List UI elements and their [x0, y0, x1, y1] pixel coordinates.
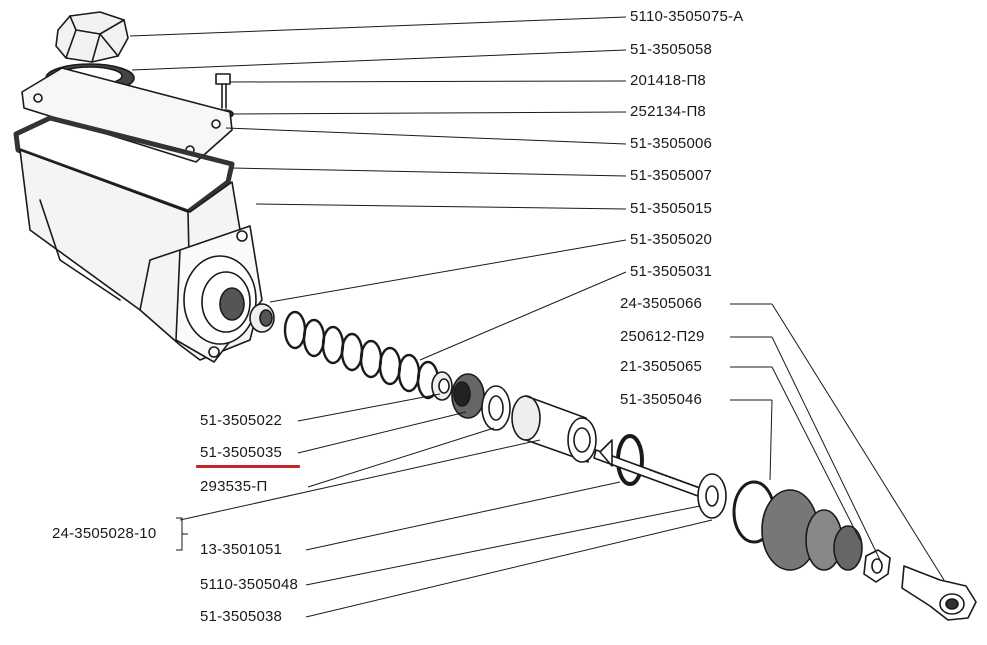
leader-lines [129, 16, 945, 618]
piston-washer [481, 385, 511, 431]
clevis-fork [901, 565, 977, 621]
valve-spring-cage [249, 303, 275, 333]
part-label-left: 293535-П [200, 478, 268, 495]
part-label-mid: 21-3505065 [620, 358, 703, 375]
rubber-boot [761, 489, 863, 571]
reservoir-cap [55, 11, 129, 63]
cylinder-body [19, 149, 263, 363]
part-label-right: 252134-П8 [630, 103, 706, 120]
part-label-right: 51-3505015 [630, 200, 713, 217]
part-label-right: 51-3505006 [630, 135, 713, 152]
part-label-right: 51-3505058 [630, 41, 713, 58]
part-label-mid: 24-3505066 [620, 295, 703, 312]
boot-washer [697, 473, 776, 544]
part-label-right: 51-3505007 [630, 167, 713, 184]
part-label-right: 51-3505031 [630, 263, 713, 280]
part-label-left: 13-3501051 [200, 541, 283, 558]
push-rod [593, 439, 701, 497]
highlight-underline [196, 465, 300, 468]
part-label-left: 51-3505022 [200, 412, 283, 429]
part-label-left: 51-3505038 [200, 608, 283, 625]
part-label-right: 51-3505020 [630, 231, 713, 248]
part-label-mid: 250612-П29 [620, 328, 705, 345]
return-spring [283, 310, 440, 400]
primary-cup [451, 373, 485, 419]
part-label-left: 5110-3505048 [200, 576, 299, 593]
part-label-left: 24-3505028-10 [52, 525, 157, 542]
piston [511, 395, 597, 463]
part-label-right: 5110-3505075-A [630, 8, 744, 25]
gasket [13, 115, 235, 215]
part-label-highlighted: 51-3505035 [200, 444, 283, 461]
spring-seat [431, 371, 453, 401]
part-label-mid: 51-3505046 [620, 391, 703, 408]
lock-nut [863, 549, 891, 583]
part-label-right: 201418-П8 [630, 72, 706, 89]
